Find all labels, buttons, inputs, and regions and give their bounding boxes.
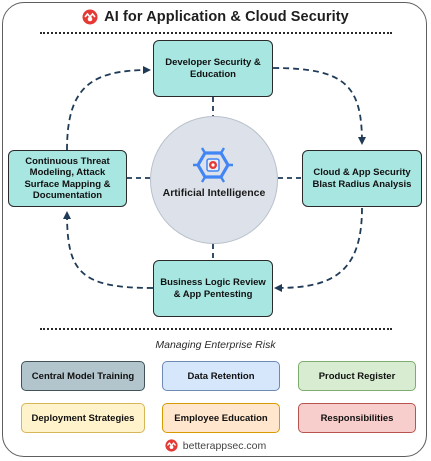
arrow-left-to-top: [66, 66, 151, 151]
node-blast-radius-analysis: Cloud & App Security Blast Radius Analys…: [302, 150, 422, 207]
arrow-top-to-right: [272, 67, 366, 145]
risk-section-title: Managing Enterprise Risk: [155, 339, 276, 351]
ai-core-circle: [150, 116, 278, 244]
arrow-right-to-bottom: [274, 207, 363, 292]
risk-employee-education: Employee Education: [162, 403, 280, 433]
footer: betterappsec.com: [0, 439, 431, 452]
ai-label: Artificial Intelligence: [162, 187, 266, 199]
top-divider: [40, 32, 392, 34]
ai-chip-icon: [193, 147, 233, 183]
risk-responsibilities: Responsibilities: [298, 403, 416, 433]
node-threat-modeling: Continuous Threat Modeling, Attack Surfa…: [8, 150, 127, 207]
footer-logo-icon: [165, 439, 178, 452]
risk-data-retention: Data Retention: [162, 361, 280, 391]
footer-website[interactable]: betterappsec.com: [182, 439, 267, 452]
header: AI for Application & Cloud Security: [0, 6, 431, 28]
risk-central-model-training: Central Model Training: [21, 361, 145, 391]
risk-deployment-strategies: Deployment Strategies: [21, 403, 145, 433]
brand-logo-icon: [82, 9, 98, 25]
node-business-logic-review: Business Logic Review & App Pentesting: [153, 260, 273, 317]
bottom-divider: [40, 328, 392, 330]
node-developer-security: Developer Security & Education: [153, 40, 273, 97]
page-title: AI for Application & Cloud Security: [104, 9, 349, 25]
arrow-bottom-to-left: [63, 211, 154, 289]
risk-product-register: Product Register: [298, 361, 416, 391]
